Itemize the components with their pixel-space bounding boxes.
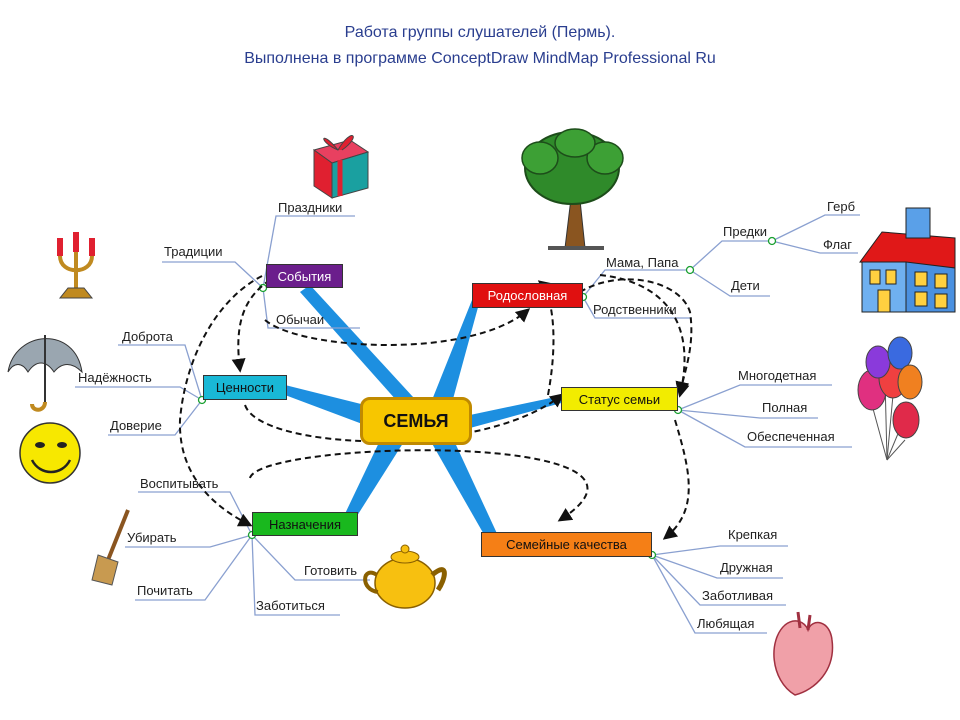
leaf-druzhnaya[interactable]: Дружная <box>720 560 773 575</box>
diagram-title-line1: Работа группы слушателей (Пермь). <box>344 24 616 41</box>
leaf-gotovit[interactable]: Готовить <box>304 563 358 578</box>
leaf-polnaya[interactable]: Полная <box>762 400 808 415</box>
spoke-sobytiya <box>300 285 425 410</box>
branch-node-naznacheniya[interactable]: Назначения <box>252 512 358 536</box>
house-picture <box>859 207 956 313</box>
leaf-krepkaya[interactable]: Крепкая <box>728 527 778 542</box>
leaf-connectors <box>75 214 860 634</box>
center-spokes <box>285 285 565 545</box>
leaf-zabotlivaya[interactable]: Заботливая <box>702 588 774 603</box>
spoke-kachestva <box>430 432 500 545</box>
leaf-flag[interactable]: Флаг <box>823 237 853 252</box>
tree-picture <box>521 128 624 250</box>
leaf-dobrota[interactable]: Доброта <box>122 329 173 344</box>
leaf-pochitat[interactable]: Почитать <box>137 583 193 598</box>
leaf-nadezhnost[interactable]: Надёжность <box>78 370 152 385</box>
spoke-status <box>470 395 565 428</box>
spoke-rodoslovnaya <box>430 300 480 410</box>
center-node[interactable]: СЕМЬЯ <box>360 397 472 445</box>
leaf-obespechennaya[interactable]: Обеспеченная <box>747 429 835 444</box>
leaf-obychai[interactable]: Обычаи <box>276 312 325 327</box>
leaf-rodstvenniki[interactable]: Родственники <box>593 302 677 317</box>
leaf-predki[interactable]: Предки <box>723 224 768 239</box>
gift-picture <box>312 135 370 199</box>
leaf-zabotitsya[interactable]: Заботиться <box>256 598 325 613</box>
spoke-tsennosti <box>285 385 365 425</box>
branch-node-rodoslovnaya[interactable]: Родословная <box>472 283 583 308</box>
branch-node-tsennosti[interactable]: Ценности <box>203 375 287 400</box>
leaf-doverie[interactable]: Доверие <box>110 418 162 433</box>
leaf-traditsii[interactable]: Традиции <box>164 244 223 259</box>
umbrella-picture <box>7 335 83 412</box>
leaf-mnogodetnaya[interactable]: Многодетная <box>738 368 817 383</box>
heart-picture <box>773 611 834 696</box>
branch-node-sobytiya[interactable]: События <box>266 264 343 288</box>
candlestick-picture <box>57 232 95 299</box>
smiley-picture <box>19 422 81 484</box>
leaf-ubirat[interactable]: Убирать <box>127 530 177 545</box>
balloons-picture <box>857 336 923 461</box>
leaf-mama-papa[interactable]: Мама, Папа <box>606 255 679 270</box>
leaf-vospityvat[interactable]: Воспитывать <box>140 476 219 491</box>
leaf-deti[interactable]: Дети <box>731 278 760 293</box>
diagram-title-line2: Выполнена в программе ConceptDraw MindMa… <box>244 50 716 67</box>
leaf-gerb[interactable]: Герб <box>827 199 856 214</box>
teapot-picture <box>363 544 447 609</box>
spoke-naznacheniya <box>342 430 405 527</box>
leaf-prazdniki[interactable]: Праздники <box>278 200 343 215</box>
leaf-lyubyashchaya[interactable]: Любящая <box>697 616 755 631</box>
broom-picture <box>91 509 130 586</box>
branch-node-kachestva[interactable]: Семейные качества <box>481 532 652 557</box>
branch-node-status[interactable]: Статус семьи <box>561 387 678 411</box>
